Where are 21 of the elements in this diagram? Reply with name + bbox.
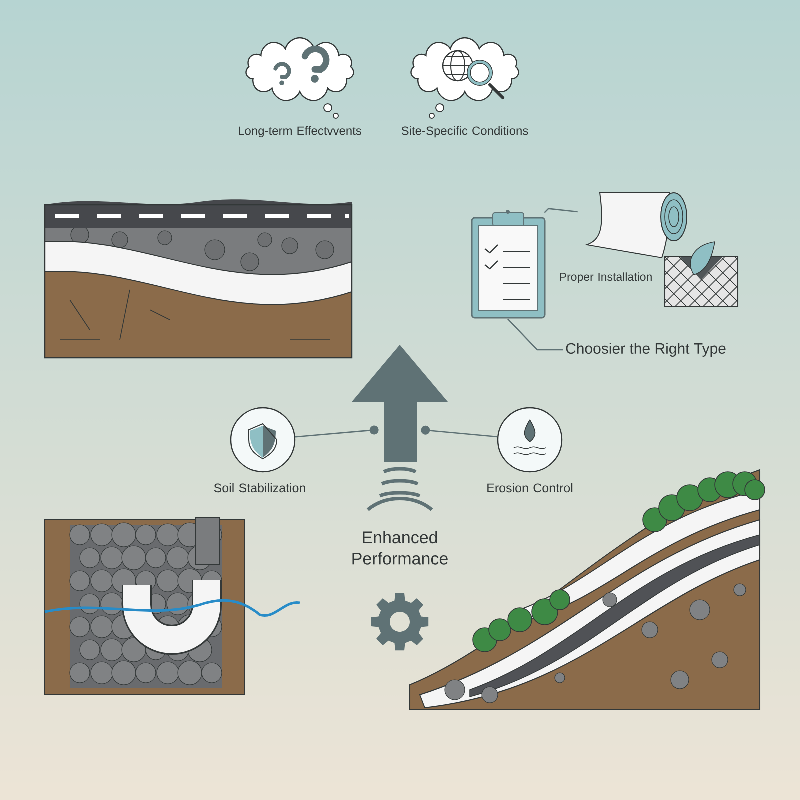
connector-line xyxy=(421,426,498,438)
connector-line xyxy=(295,426,379,438)
road-cross-section-drawing xyxy=(44,200,353,359)
label-text: Enhanced Performance xyxy=(352,531,448,565)
thought-cloud xyxy=(246,37,354,119)
caption-text: Site-Specific Conditions xyxy=(402,126,528,138)
caption-text: Choosier the Right Type xyxy=(566,343,726,357)
label-text: Erosion Control xyxy=(488,483,573,493)
shield-icon xyxy=(230,407,296,473)
drainage-trench-drawing xyxy=(44,518,300,696)
geotextile-roll-icon xyxy=(586,192,688,258)
thought-cloud xyxy=(410,37,520,119)
water-drop-icon xyxy=(497,407,563,473)
leader-line xyxy=(544,208,578,214)
label-text: Proper Installation xyxy=(560,272,652,284)
leader-line xyxy=(508,318,564,351)
caption-text: Long-term Effectvvents xyxy=(239,126,362,138)
caption-text: Soil Stabilization xyxy=(214,483,306,493)
geogrid-leaf-icon xyxy=(664,242,738,308)
arrow-drawing xyxy=(352,345,448,512)
clipboard-icon xyxy=(471,210,546,319)
